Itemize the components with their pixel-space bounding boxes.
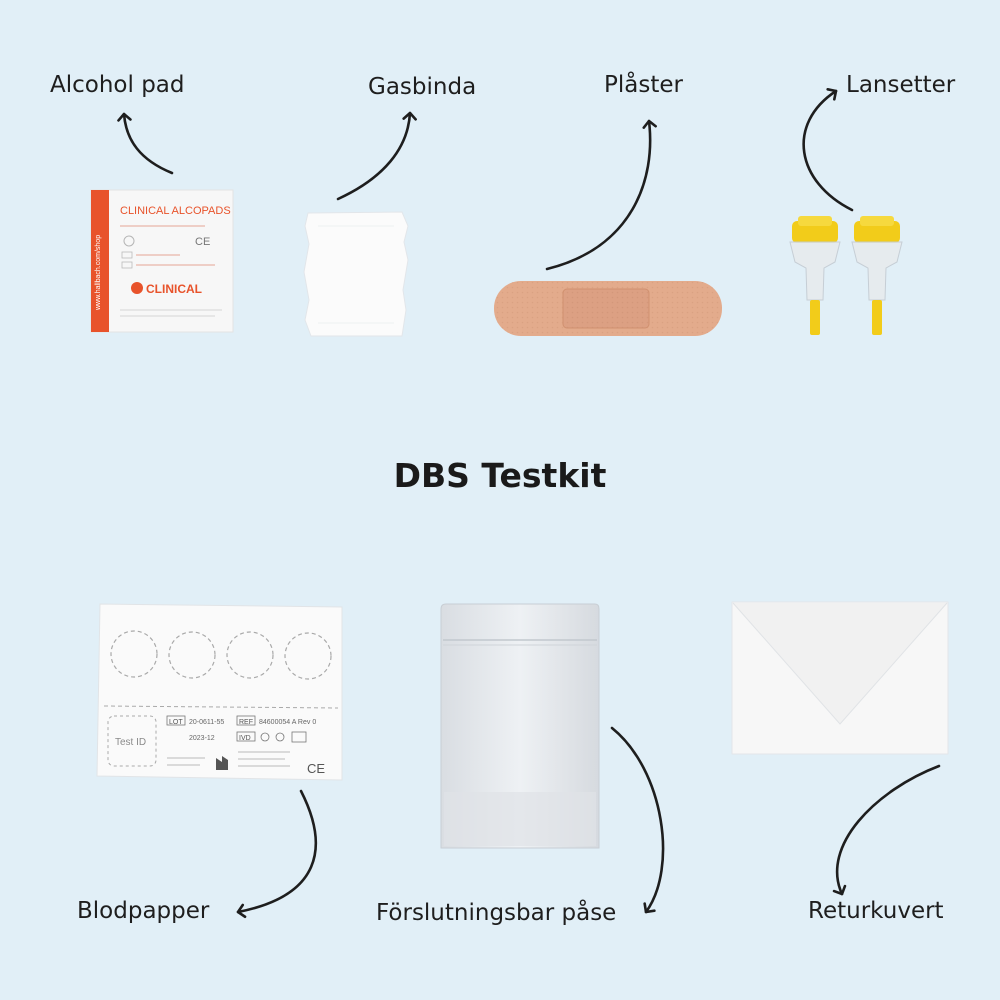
label-alcohol-pad: Alcohol pad bbox=[50, 72, 185, 98]
label-forslutningsbar-pase: Förslutningsbar påse bbox=[376, 900, 617, 926]
blood-paper-test-id-text: Test ID bbox=[115, 737, 146, 748]
alcohol-pad-side-text: www.hallbach.com/shop bbox=[95, 235, 102, 311]
curved-arrow-icon bbox=[545, 119, 657, 271]
label-lansetter: Lansetter bbox=[846, 72, 956, 98]
svg-text:REF: REF bbox=[239, 719, 253, 726]
curved-arrow-icon bbox=[802, 88, 854, 212]
alcohol-pad-brand-text: CLINICAL ALCOPADS bbox=[120, 205, 231, 217]
label-returkuvert: Returkuvert bbox=[808, 898, 944, 924]
alcohol-pad-logo-text: CLINICAL bbox=[146, 282, 202, 296]
alcohol-pad-image: www.hallbach.com/shop CLINICAL ALCOPADS … bbox=[90, 189, 234, 333]
resealable-bag-image bbox=[440, 603, 600, 849]
curved-arrow-icon bbox=[610, 726, 665, 914]
svg-text:CE: CE bbox=[195, 236, 210, 248]
blood-paper-card-image: Test ID LOT 20-0611-55 REF 84600054 A Re… bbox=[96, 603, 343, 781]
blood-paper-date-text: 2023-12 bbox=[189, 735, 215, 742]
lancets-image bbox=[789, 216, 903, 335]
svg-text:CE: CE bbox=[307, 761, 325, 776]
page-title: DBS Testkit bbox=[393, 456, 607, 495]
blood-paper-ref-text: 84600054 A Rev 0 bbox=[259, 719, 316, 726]
gauze-image bbox=[303, 211, 409, 337]
curved-arrow-icon bbox=[832, 764, 941, 896]
curved-arrow-icon bbox=[117, 112, 174, 175]
label-blodpapper: Blodpapper bbox=[77, 898, 210, 924]
curved-arrow-icon bbox=[336, 111, 417, 201]
svg-text:IVD: IVD bbox=[239, 735, 251, 742]
label-plaster: Plåster bbox=[604, 72, 683, 98]
curved-arrow-icon bbox=[236, 789, 318, 919]
svg-text:LOT: LOT bbox=[169, 719, 183, 726]
blood-paper-lot-text: 20-0611-55 bbox=[189, 719, 224, 726]
label-gasbinda: Gasbinda bbox=[368, 74, 477, 100]
plaster-image bbox=[494, 281, 722, 336]
envelope-image bbox=[731, 601, 949, 755]
arrows bbox=[117, 88, 941, 919]
